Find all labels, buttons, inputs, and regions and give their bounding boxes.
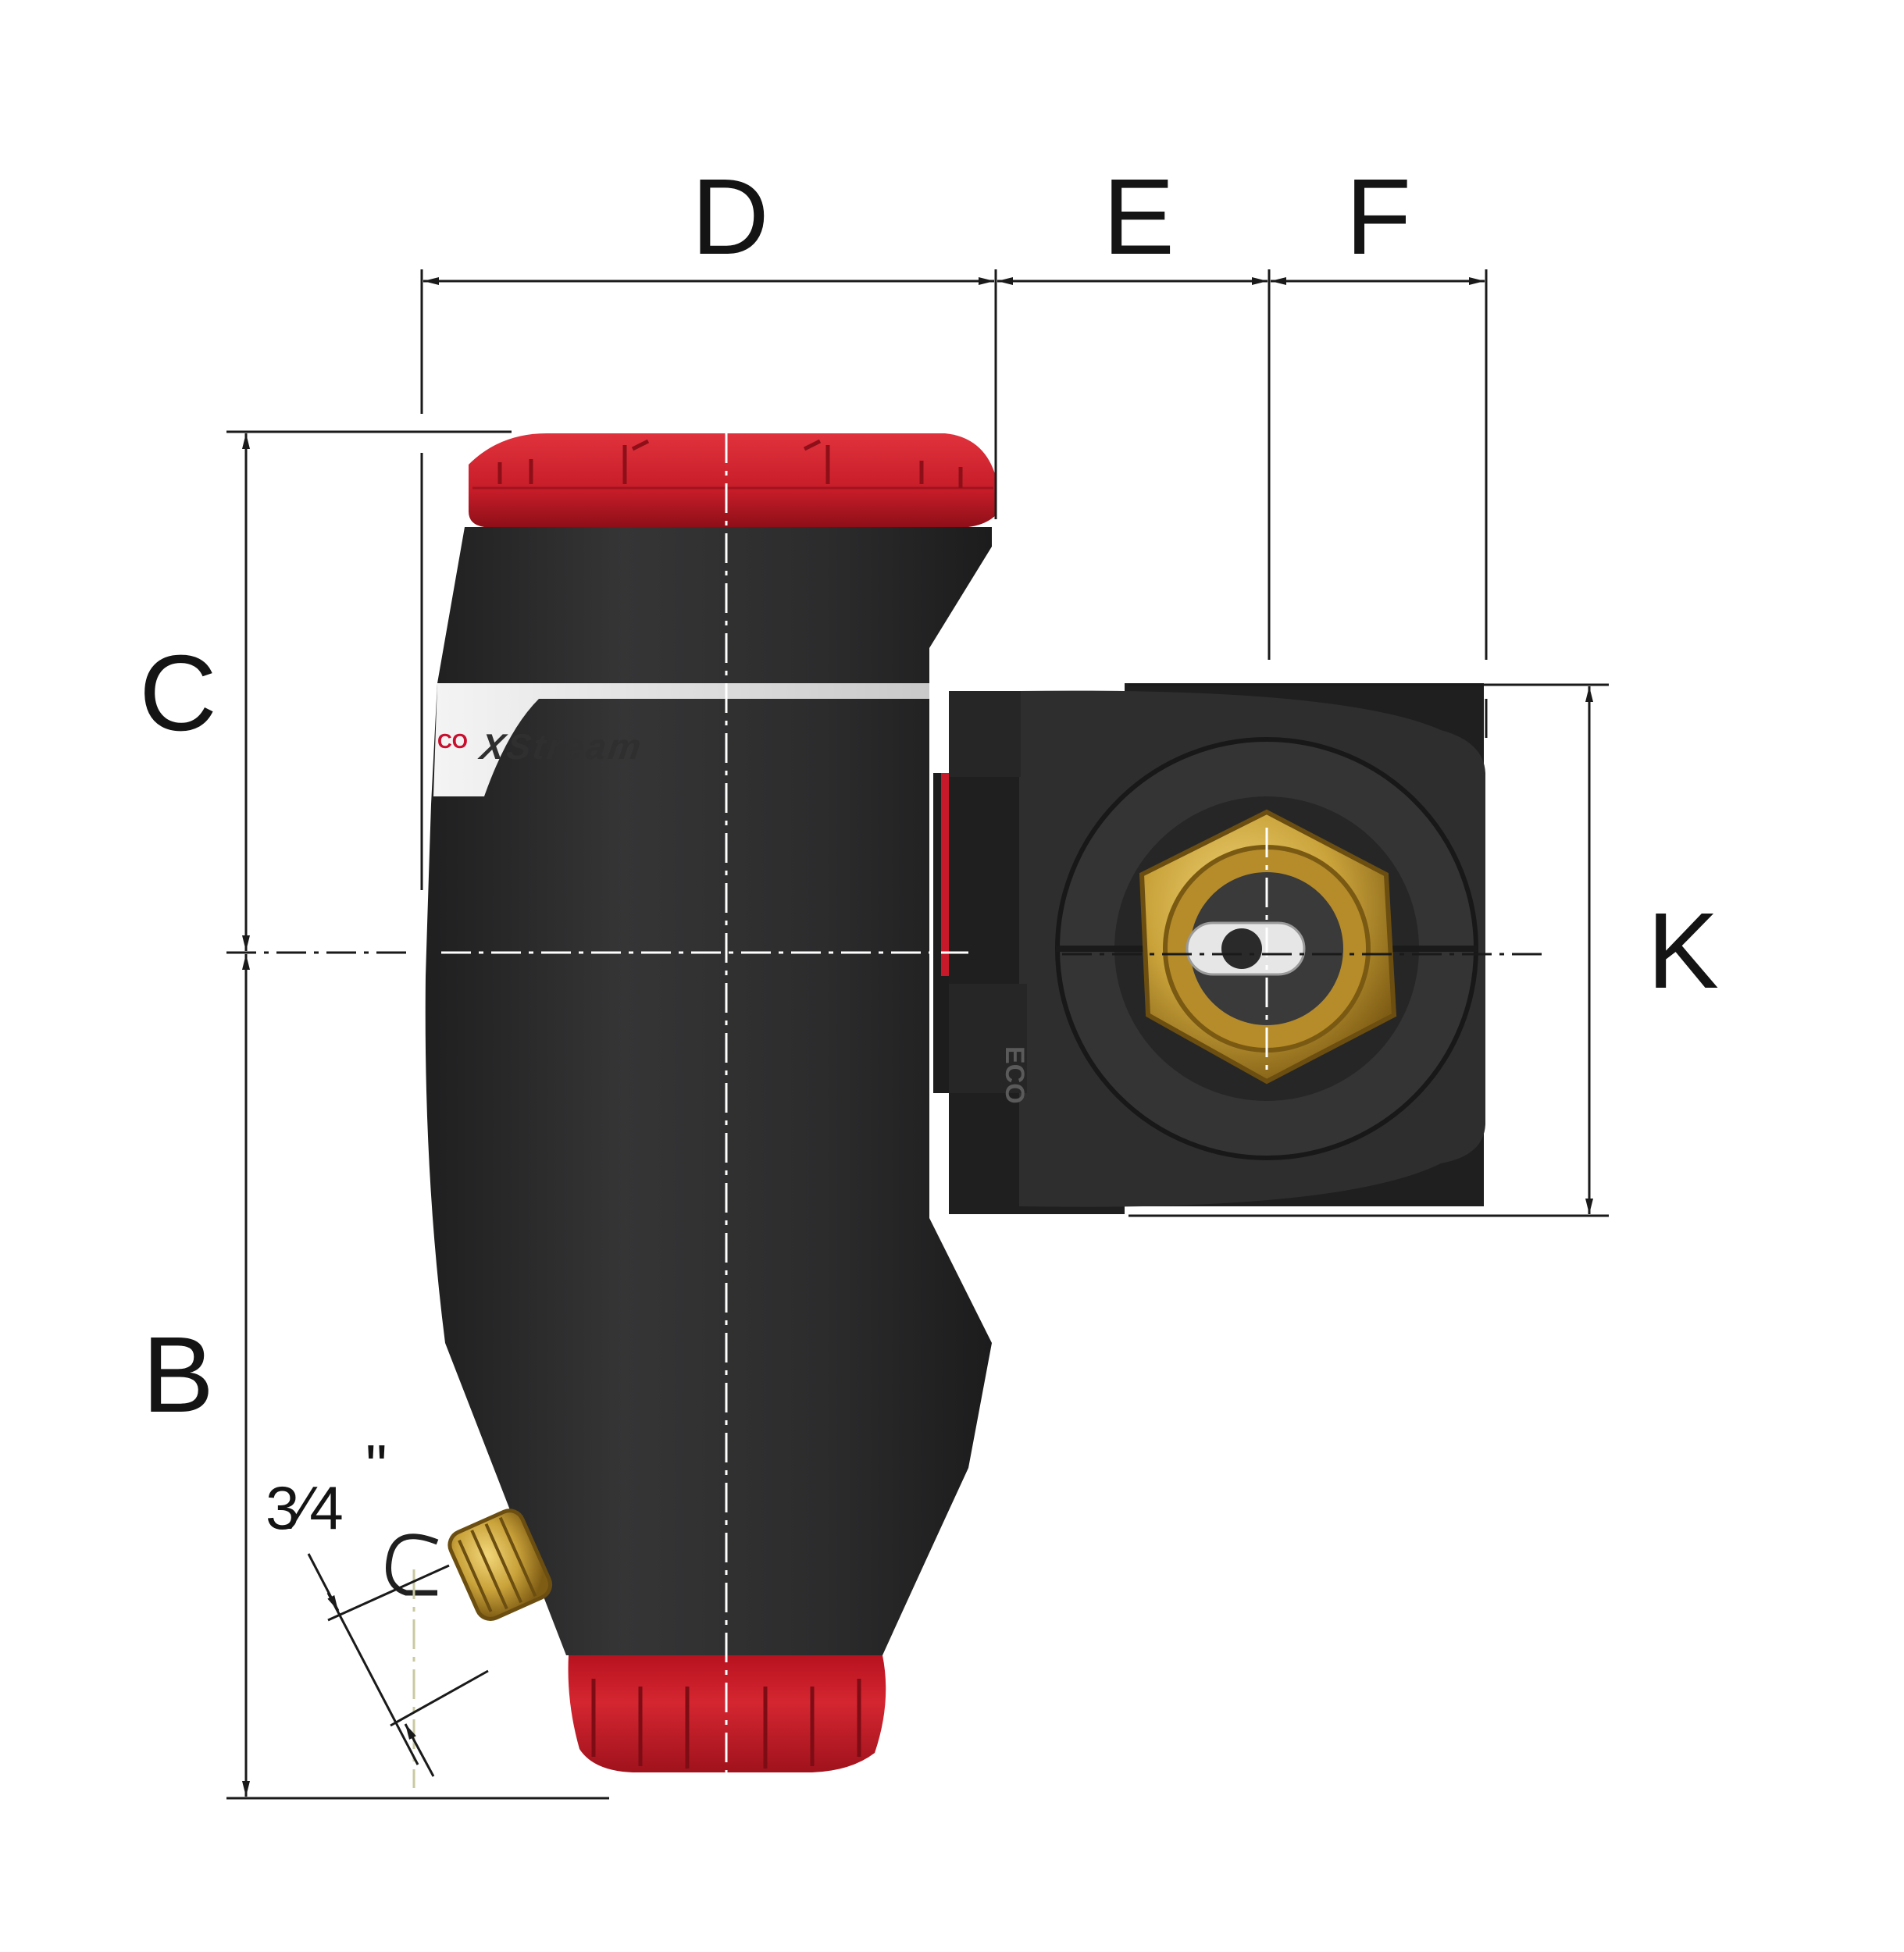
- label-b: B: [142, 1315, 214, 1435]
- label-inch-mark: ": [365, 1432, 387, 1501]
- label-f: F: [1346, 157, 1411, 277]
- center-lines: [441, 433, 1268, 1804]
- dimension-labels: D E F C K B 3⁄4 ": [139, 157, 1719, 1542]
- label-three-quarter-inch: 3⁄4: [266, 1473, 344, 1542]
- label-c: C: [139, 633, 217, 753]
- label-band: [433, 683, 929, 796]
- label-e: E: [1103, 157, 1175, 277]
- label-k: K: [1647, 891, 1719, 1011]
- dimension-lines: [226, 269, 1609, 1800]
- cap-marking: CO: [437, 729, 468, 753]
- separator-body: CO XStream: [425, 527, 992, 1655]
- label-d: D: [691, 157, 769, 277]
- top-cap: [469, 433, 996, 527]
- brand-marking: XStream: [476, 726, 646, 767]
- eco-marking: ECO: [1000, 1046, 1029, 1104]
- axis-lines-outside: [226, 951, 1546, 1788]
- bottom-cap: [568, 1655, 886, 1772]
